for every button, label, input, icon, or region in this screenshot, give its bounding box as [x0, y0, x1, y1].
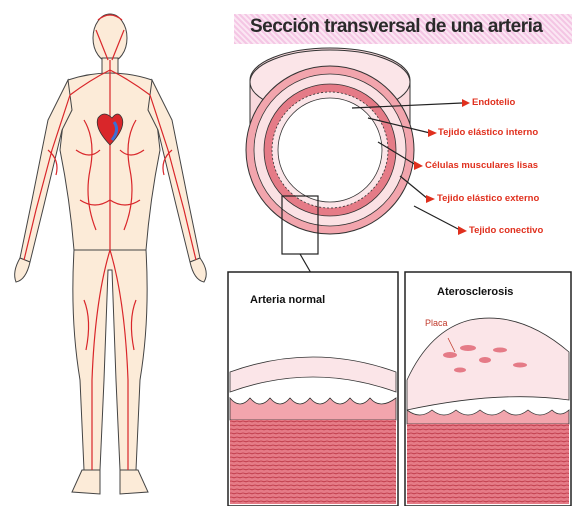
label-tejido-elastico-externo: Tejido elástico externo [437, 193, 539, 204]
label-endotelio: Endotelio [472, 97, 515, 108]
label-tejido-elastico-interno: Tejido elástico interno [438, 127, 538, 138]
atherosclerosis-panel [405, 272, 571, 506]
label-celulas-musculares: Células musculares lisas [425, 160, 538, 171]
panel-title-atero: Aterosclerosis [437, 286, 513, 298]
human-body-figure [15, 14, 207, 494]
panel-title-normal: Arteria normal [250, 294, 325, 306]
normal-artery-panel [228, 272, 398, 506]
plaque-label: Placa [425, 318, 448, 328]
label-tejido-conectivo: Tejido conectivo [469, 225, 543, 236]
artery-cross-section [246, 48, 414, 254]
